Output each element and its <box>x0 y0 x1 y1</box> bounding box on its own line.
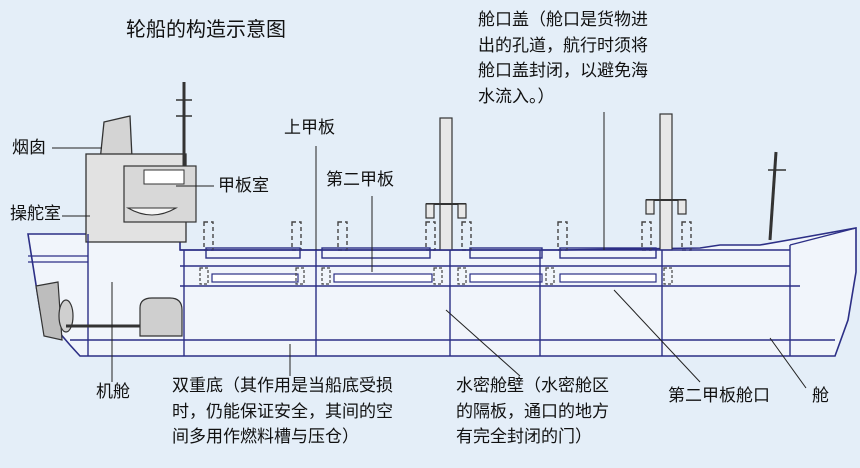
rudder <box>35 281 63 341</box>
hatch-cover-line-2: 出的孔道，航行时须将 <box>478 35 648 56</box>
hatch-cover-line-3: 舱口盖封闭，以避免海 <box>478 61 648 81</box>
second-deck-stanchions <box>199 267 673 285</box>
decks <box>70 249 835 341</box>
hold-label: 舱 <box>812 386 829 406</box>
vent-posts <box>203 221 692 251</box>
wheelhouse-label: 操舵室 <box>10 204 61 224</box>
double-bottom-line-1: 双重底（其作用是当船底受损 <box>172 376 393 396</box>
hatch-covers <box>205 247 657 259</box>
second-deck-hatches <box>211 273 657 283</box>
bulkhead-label: 水密舱壁（水密舱区 的隔板，通口的地方 有完全封闭的门） <box>456 374 609 451</box>
double-bottom-line-2: 时，仍能保证安全，其间的空 <box>172 401 393 422</box>
upper-deck-label: 上甲板 <box>284 118 335 138</box>
bulkhead-line-1: 水密舱壁（水密舱区 <box>456 376 609 396</box>
leader-lines <box>52 112 807 389</box>
propeller <box>58 299 74 333</box>
bulkhead-line-2: 的隔板，通口的地方 <box>456 401 609 422</box>
hatch-cover-line-1: 舱口盖（舱口是货物进 <box>478 10 648 30</box>
deckhouse-window <box>143 169 185 185</box>
ship-hull <box>27 227 857 357</box>
bow-edge <box>789 227 857 246</box>
hatch-cover-label: 舱口盖（舱口是货物进 出的孔道，航行时须将 舱口盖封闭，以避免海 水流入。） <box>478 8 648 110</box>
derrick-mast-1 <box>425 117 467 251</box>
bulkhead-line-3: 有完全封闭的门） <box>456 427 592 447</box>
chimney-label: 烟囱 <box>12 138 46 158</box>
bulkheads <box>87 234 791 356</box>
second-deck-hatch-label: 第二甲板舱口 <box>668 386 770 406</box>
diagram-title: 轮船的构造示意图 <box>126 17 286 41</box>
foremast <box>768 151 778 241</box>
second-deck-label: 第二甲板 <box>326 170 394 190</box>
double-bottom-line-3: 间多用作燃料槽与压仓） <box>172 427 359 447</box>
double-bottom-label: 双重底（其作用是当船底受损 时，仍能保证安全，其间的空 间多用作燃料槽与压仓） <box>172 374 393 451</box>
derrick-mast-2 <box>645 113 687 251</box>
engine-room-label: 机舱 <box>96 382 130 402</box>
engine-block <box>139 297 183 337</box>
hatch-cover-line-4: 水流入。） <box>478 86 555 107</box>
lifeboat <box>125 207 179 216</box>
deckhouse-label: 甲板室 <box>218 176 269 196</box>
